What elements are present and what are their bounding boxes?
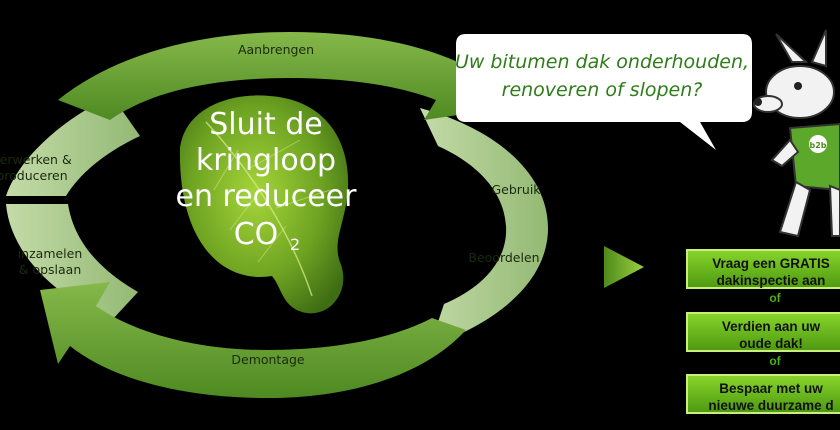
leaf-center <box>179 95 349 314</box>
cycle-segment-right <box>420 108 548 346</box>
arrow-right-icon <box>604 246 644 288</box>
cycle-segment-left-lower <box>6 204 138 320</box>
label-beoordelen: Beoordelen <box>468 250 539 265</box>
cycle-segment-left-upper <box>6 96 140 196</box>
cta-2-line-2: oude dak! <box>739 336 803 351</box>
label-demontage: Demontage <box>231 352 305 367</box>
center-line-4-subscript: 2 <box>290 235 300 254</box>
cta-free-inspection-button[interactable]: Vraag een GRATIS dakinspectie aan <box>686 249 840 289</box>
label-gebruik: Gebruik <box>491 182 541 197</box>
mascot-badge: b2b <box>809 141 826 150</box>
cta-1-line-1: Vraag een GRATIS <box>712 256 830 271</box>
speech-bubble <box>456 34 752 150</box>
cycle-segment-top <box>58 32 492 120</box>
center-line-4: CO <box>234 217 279 252</box>
cta-2-line-1: Verdien aan uw <box>721 319 821 334</box>
label-verwerken: verwerken & <box>0 152 72 167</box>
cta-earn-old-roof-button[interactable]: Verdien aan uw oude dak! <box>686 312 840 352</box>
label-opslaan: & opslaan <box>19 262 82 277</box>
cta-1-line-2: dakinspectie aan <box>716 273 826 288</box>
cta-3-line-2: nieuwe duurzame d <box>708 398 834 413</box>
label-produceren: produceren <box>0 168 68 183</box>
center-line-1: Sluit de <box>209 107 323 142</box>
cycle-segment-bottom <box>40 282 466 398</box>
cta-save-new-roof-button[interactable]: Bespaar met uw nieuwe duurzame d <box>686 374 840 414</box>
separator-of-2: of <box>769 354 781 368</box>
center-line-3: en reduceer <box>176 179 358 214</box>
bubble-line-2: renoveren of slopen? <box>502 79 703 101</box>
label-inzamelen: inzamelen <box>18 246 83 261</box>
label-aanbrengen: Aanbrengen <box>238 42 314 57</box>
bubble-line-1: Uw bitumen dak onderhouden, <box>455 51 749 73</box>
cta-3-line-1: Bespaar met uw <box>719 381 823 396</box>
center-line-2: kringloop <box>196 143 336 178</box>
mascot-dog: b2b <box>753 29 840 238</box>
separator-of-1: of <box>769 291 781 305</box>
